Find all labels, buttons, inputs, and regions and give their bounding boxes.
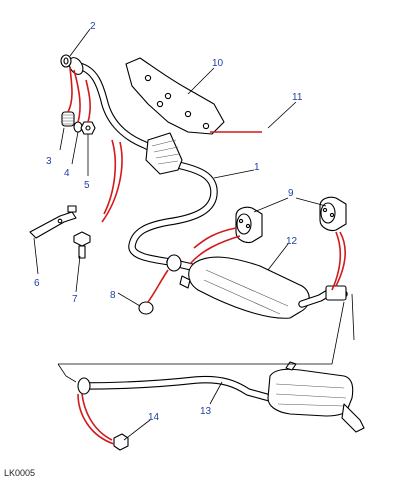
leader-lines [33,28,355,441]
exhaust-mounting [235,206,263,244]
callout-10: 10 [212,58,224,69]
callout-7: 7 [72,294,78,305]
callout-4: 4 [64,168,70,179]
callout-1: 1 [254,162,260,173]
callout-13: 13 [200,406,212,417]
front-pipe [68,57,218,266]
assembly-lines [67,67,347,445]
nut [80,121,96,135]
mounting-rubber [138,301,154,315]
callout-14: 14 [148,412,160,423]
clamp [113,433,129,451]
diagram-reference: LK0005 [4,468,35,478]
exhaust-mounting [319,196,347,232]
callout-9: 9 [288,188,294,199]
callout-6: 6 [34,278,40,289]
intermediate-silencer [166,254,348,319]
callout-11: 11 [292,92,303,103]
gasket [60,54,72,68]
callout-5: 5 [84,180,90,191]
callout-3: 3 [46,156,52,167]
callout-12: 12 [286,236,298,247]
heat-shield [125,57,225,135]
bolt [73,231,91,259]
rear-silencer-assembly [77,361,365,433]
callouts: 1 2 3 4 5 6 7 8 9 10 11 12 13 14 [34,21,303,423]
callout-2: 2 [90,21,96,32]
washer [73,121,83,133]
bracket [29,205,77,239]
callout-8: 8 [110,290,116,301]
spring-fixing [61,111,75,127]
